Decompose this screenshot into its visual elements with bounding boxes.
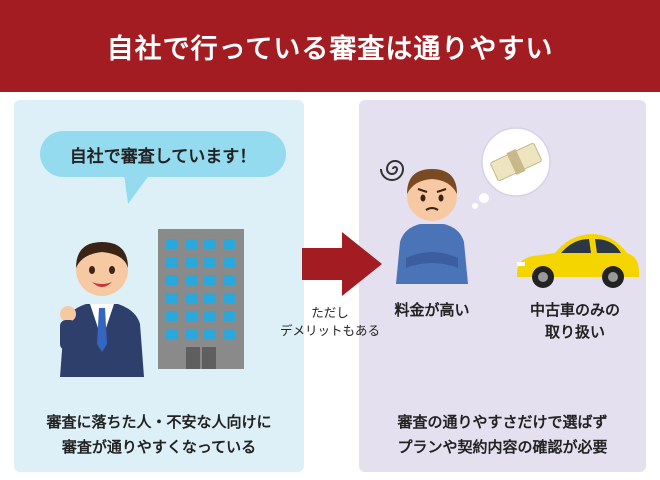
left-caption: 審査に落ちた人・不安な人向けに 審査が通りやすくなっている	[14, 410, 304, 460]
speech-bubble: 自社で審査しています！	[40, 131, 286, 177]
worried-man-icon	[396, 169, 468, 284]
content-area: 自社で審査しています！ ただし デメリットも	[0, 92, 660, 480]
worry-swirl-icon	[380, 160, 405, 181]
arrow-note-line: デメリットもある	[279, 323, 380, 338]
arrow-note: ただし デメリットもある	[266, 304, 394, 340]
speech-bubble-tail	[124, 174, 150, 204]
fee-label-text: 料金が高い	[394, 301, 470, 319]
office-building-icon	[158, 229, 244, 369]
right-caption-line: プランや契約内容の確認が必要	[397, 438, 608, 456]
yellow-car-icon	[517, 234, 639, 288]
fee-label: 料金が高い	[372, 299, 492, 321]
used-car-label-line: 取り扱い	[544, 323, 605, 341]
left-caption-line: 審査が通りやすくなっている	[61, 438, 257, 456]
header-banner: 自社で行っている審査は通りやすい	[0, 0, 660, 92]
used-car-label-line: 中古車のみの	[529, 301, 620, 319]
page-title: 自社で行っている審査は通りやすい	[106, 33, 554, 65]
right-caption-line: 審査の通りやすさだけで選ばず	[397, 413, 608, 431]
speech-bubble-text: 自社で審査しています！	[69, 146, 257, 167]
thought-bubble-icon	[472, 127, 551, 209]
money-icon	[490, 142, 542, 182]
left-caption-line: 審査に落ちた人・不安な人向けに	[46, 413, 272, 431]
right-arrow-icon	[302, 232, 382, 296]
used-car-label: 中古車のみの 取り扱い	[505, 299, 645, 343]
businessman-icon	[60, 242, 144, 377]
arrow-note-line: ただし	[311, 305, 349, 320]
right-caption: 審査の通りやすさだけで選ばず プランや契約内容の確認が必要	[359, 410, 646, 460]
